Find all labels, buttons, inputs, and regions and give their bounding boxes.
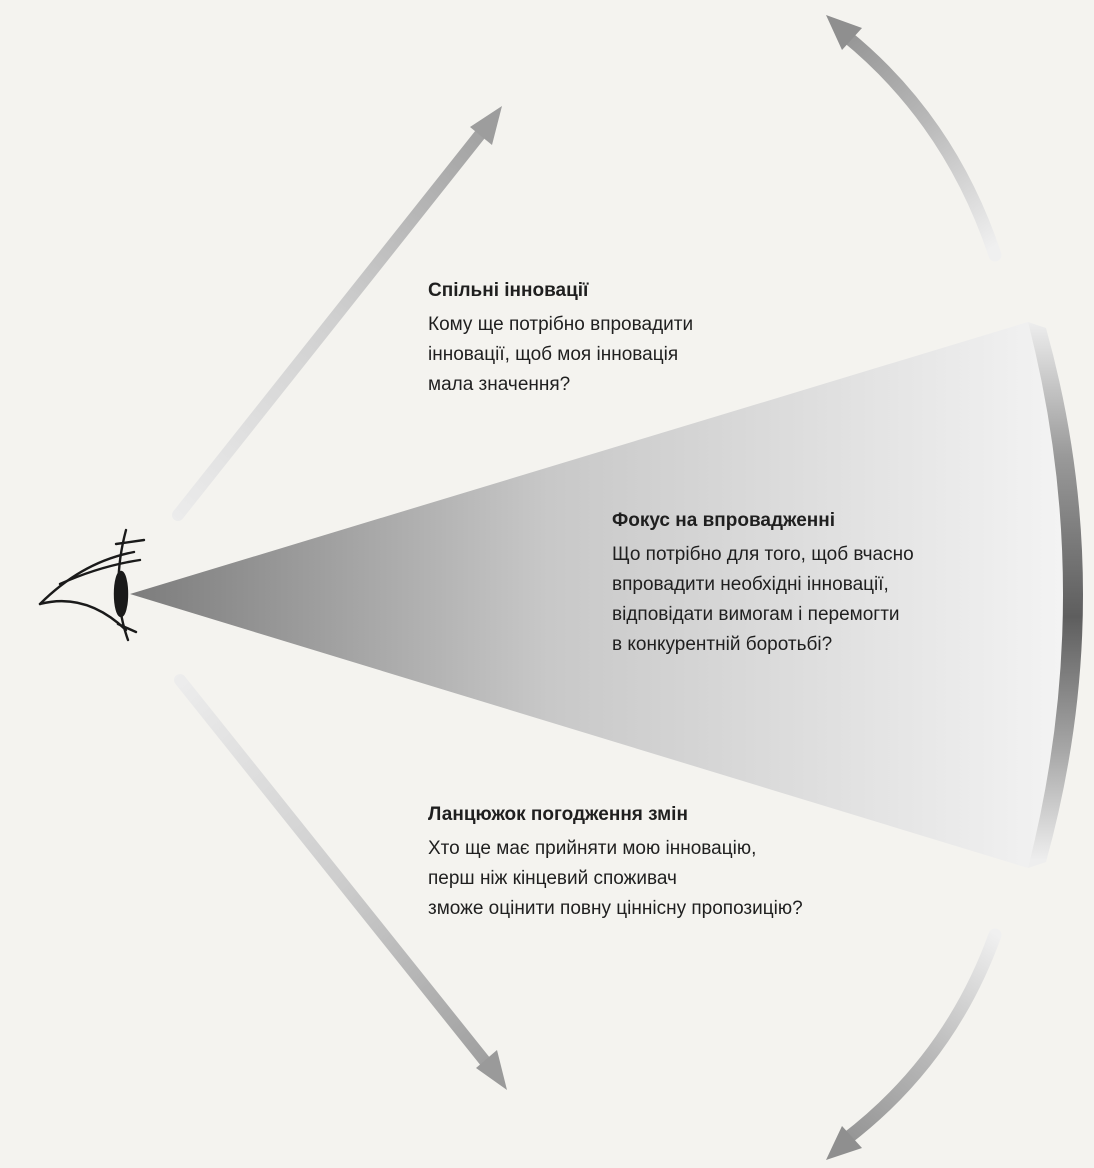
collaborative-innovation-line: мала значення?: [428, 374, 571, 395]
adoption-chain-block: Ланцюжок погодження змін Хто ще має прий…: [428, 800, 803, 924]
bottom-arc-arrowhead: [826, 1126, 862, 1160]
implementation-focus-line: впровадити необхідні інновації,: [612, 574, 889, 595]
collaborative-innovation-block: Спільні інновації Кому ще потрібно впров…: [428, 276, 693, 400]
adoption-chain-line: зможе оцінити повну ціннісну пропозицію?: [428, 898, 803, 919]
implementation-focus-line: в конкурентній боротьбі?: [612, 634, 833, 655]
vision-cone: [130, 322, 1063, 868]
adoption-chain-line: Хто ще має прийняти мою інновацію,: [428, 838, 757, 859]
lower-arrowhead: [476, 1050, 507, 1090]
implementation-focus-line: відповідати вимогам і перемогти: [612, 604, 900, 625]
upper-arrowhead: [470, 106, 502, 145]
adoption-chain-heading: Ланцюжок погодження змін: [428, 804, 688, 825]
bottom-arc-arrow: [826, 928, 1002, 1160]
vision-cone-rim: [1028, 322, 1083, 868]
implementation-focus-line: Що потрібно для того, щоб вчасно: [612, 544, 914, 565]
collaborative-innovation-heading: Спільні інновації: [428, 280, 589, 301]
top-arc-arrow: [826, 15, 1002, 262]
implementation-focus-block: Фокус на впровадженні Що потрібно для то…: [612, 506, 914, 660]
eye-icon: [38, 528, 146, 642]
implementation-focus-heading: Фокус на впровадженні: [612, 510, 836, 531]
adoption-chain-line: перш ніж кінцевий споживач: [428, 868, 677, 889]
top-arc-arrowhead: [826, 15, 862, 50]
upper-diagonal-arrow: [172, 106, 502, 521]
lower-diagonal-arrow: [174, 674, 507, 1090]
collaborative-innovation-line: інновації, щоб моя інновація: [428, 344, 679, 365]
collaborative-innovation-line: Кому ще потрібно впровадити: [428, 314, 694, 335]
